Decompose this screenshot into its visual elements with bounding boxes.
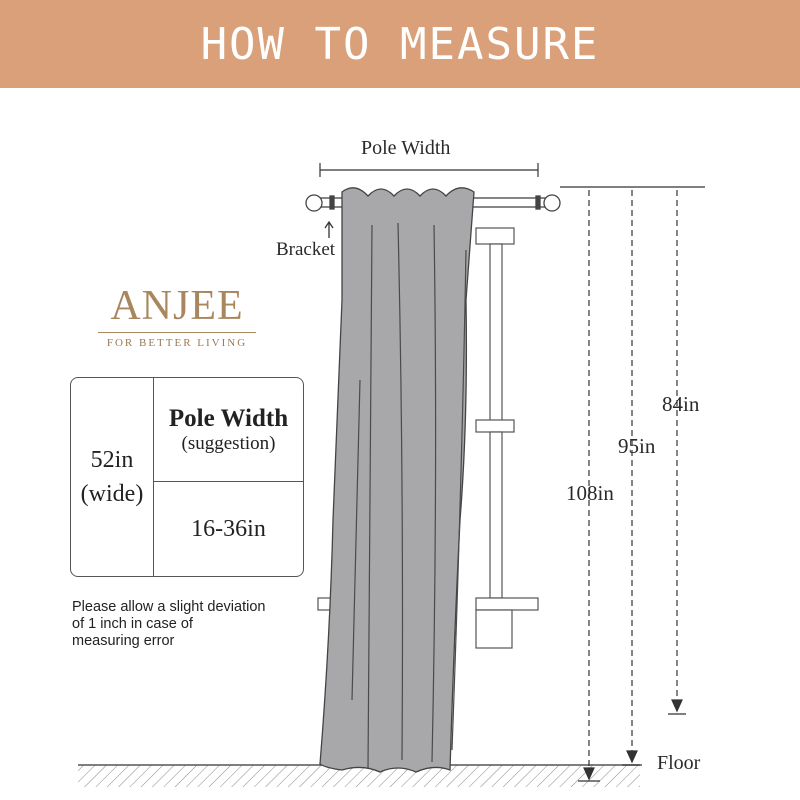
floor-label: Floor xyxy=(657,752,701,774)
pole-width-header: Pole Width xyxy=(168,404,289,432)
note-line: measuring error xyxy=(72,633,175,649)
pole-width-header-cell: Pole Width (suggestion) xyxy=(154,378,303,482)
pole-width-label: Pole Width xyxy=(361,137,451,159)
measure-line-108in xyxy=(578,190,600,782)
measurement-note: Please allow a slight deviation of 1 inc… xyxy=(72,599,265,650)
curtain-width-value: 52in xyxy=(90,447,134,473)
pole-range-cell: 16-36in xyxy=(154,482,303,576)
size-table: 52in (wide) Pole Width (suggestion) 16-3… xyxy=(70,377,304,577)
measurement-84in: 84in xyxy=(662,392,700,416)
pole-finial-left xyxy=(305,194,323,212)
pole-width-header-note: (suggestion) xyxy=(181,432,276,454)
brand-name: ANJEE xyxy=(110,283,244,329)
window-frame xyxy=(317,227,539,649)
banner-title: HOW TO MEASURE xyxy=(200,18,600,70)
pole-width-dimension xyxy=(319,163,539,177)
curtain-panel xyxy=(319,187,475,773)
measure-line-95in xyxy=(622,190,642,766)
pole-finial-right xyxy=(543,194,561,212)
floor-hatch xyxy=(78,765,640,787)
bracket-label: Bracket xyxy=(276,239,336,260)
measure-line-84in xyxy=(668,190,686,715)
pole-range-value: 16-36in xyxy=(191,515,266,542)
curtain-folds xyxy=(351,222,467,769)
measurement-108in: 108in xyxy=(566,481,614,505)
header-banner: HOW TO MEASURE xyxy=(0,0,800,88)
note-line: Please allow a slight deviation xyxy=(72,599,266,615)
curtain-width-cell: 52in (wide) xyxy=(71,378,154,576)
bracket-arrow xyxy=(324,220,334,238)
brand-logo: ANJEE FOR BETTER LIVING xyxy=(98,284,256,349)
brand-tagline: FOR BETTER LIVING xyxy=(98,332,256,349)
measurement-95in: 95in xyxy=(618,434,656,458)
note-line: of 1 inch in case of xyxy=(72,616,193,632)
curtain-width-unit: (wide) xyxy=(80,481,144,507)
